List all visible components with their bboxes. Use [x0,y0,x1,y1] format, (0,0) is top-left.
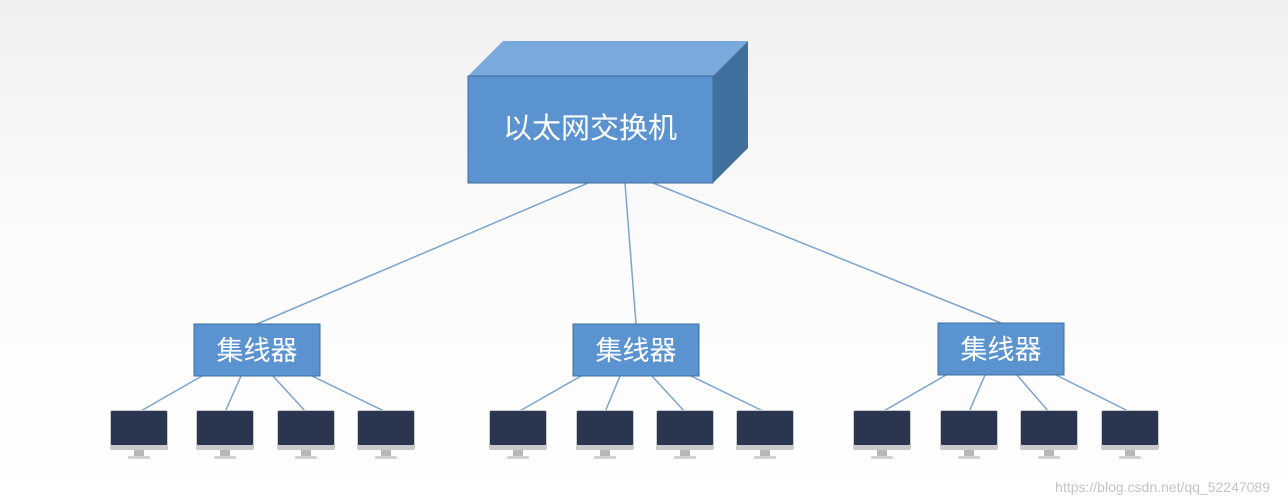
monitor-base [214,456,236,459]
hub-1-label: 集线器 [217,336,298,367]
monitor-base [958,456,980,459]
hub-computer-link [311,375,387,413]
hub-3: 集线器 [937,322,1065,376]
monitor-neck [964,450,974,456]
computer-icon [576,410,634,459]
hub-computer-link [517,375,582,413]
monitor-base [1119,456,1141,459]
monitor-screen [358,411,414,445]
monitor-neck [134,450,144,456]
monitor-screen [941,411,997,445]
switch-side-face [713,41,748,183]
hub-2: 集线器 [572,323,700,377]
computer-icon [1101,410,1159,459]
monitor-neck [760,450,770,456]
hub-computer-link [604,375,621,413]
hub-computer-link [690,375,766,413]
switch-top-face [468,41,748,76]
hub-1-box [193,323,321,377]
hub-computer-link [651,375,686,413]
monitor-base [871,456,893,459]
computer-icon [656,410,714,459]
monitor-screen [1021,411,1077,445]
hub-computer-link [272,375,307,413]
computer-icon [277,410,335,459]
monitor-screen [737,411,793,445]
computer-icon [357,410,415,459]
watermark: https://blog.csdn.net/qq_52247089 [1055,479,1270,495]
hub-3-box [937,322,1065,376]
monitor-neck [680,450,690,456]
monitor-screen [490,411,546,445]
monitor-base [754,456,776,459]
monitor-base [674,456,696,459]
computer-icon [736,410,794,459]
hub-computer-link [968,374,986,413]
hub-3-label: 集线器 [961,335,1042,366]
computer-icon [940,410,998,459]
monitor-screen [577,411,633,445]
monitor-base [594,456,616,459]
monitor-base [1038,456,1060,459]
hub-computer-link [881,374,947,413]
monitor-screen [1102,411,1158,445]
hub-computer-link [224,375,242,413]
monitor-screen [197,411,253,445]
monitor-neck [1044,450,1054,456]
computer-icon [110,410,168,459]
computer-icon [489,410,547,459]
monitor-neck [220,450,230,456]
monitor-base [375,456,397,459]
monitor-base [128,456,150,459]
monitor-base [507,456,529,459]
hub-computer-link [1016,374,1050,413]
hub-2-label: 集线器 [596,336,677,367]
monitor-neck [381,450,391,456]
computers [110,410,1159,459]
switch-front-face [467,75,714,184]
monitor-screen [278,411,334,445]
hub-computer-link [1055,374,1131,413]
monitor-screen [657,411,713,445]
hub-computer-link [138,375,203,413]
switch-hub-link-3 [652,182,1002,324]
ethernet-switch: 以太网交换机 [467,41,748,184]
monitor-neck [1125,450,1135,456]
switch-hub-link-2 [624,182,637,325]
computer-icon [853,410,911,459]
hub-2-box [572,323,700,377]
computer-icon [196,410,254,459]
connection-lines [138,182,1131,413]
switch-hub-link-1 [256,182,589,325]
monitor-screen [854,411,910,445]
monitor-screen [111,411,167,445]
computer-icon [1020,410,1078,459]
monitor-neck [600,450,610,456]
monitor-base [295,456,317,459]
monitor-neck [301,450,311,456]
monitor-neck [877,450,887,456]
hub-1: 集线器 [193,323,321,377]
monitor-neck [513,450,523,456]
switch-label: 以太网交换机 [503,111,677,145]
